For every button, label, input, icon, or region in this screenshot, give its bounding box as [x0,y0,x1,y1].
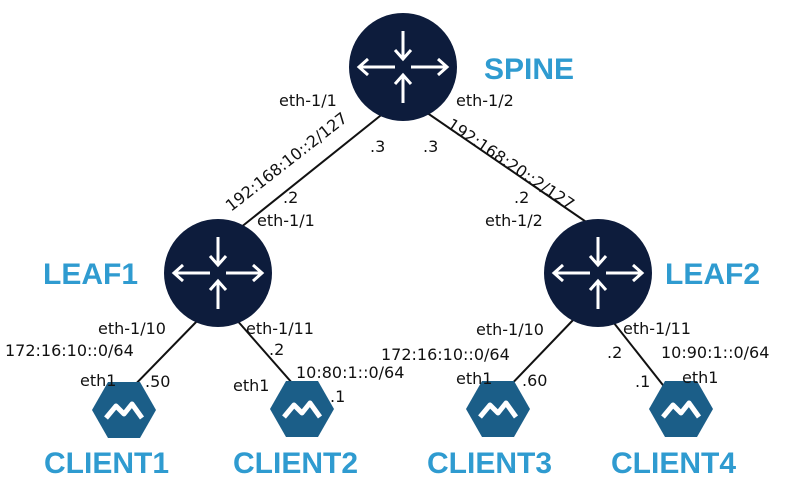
subnet-spine-leaf2: 192:168:20::2/127 [444,115,578,214]
client1-node[interactable] [92,382,156,438]
link-leaf1-client2 [234,317,301,393]
client4-port: eth1 [682,368,718,387]
client2-node[interactable] [270,381,334,437]
leaf2-node[interactable] [544,219,652,327]
subnet-leaf1-client1: 172:16:10::0/64 [5,341,134,360]
client3-node[interactable] [466,381,530,437]
leaf1-port-eth-1-11: eth-1/11 [246,319,314,338]
client2-host: .1 [330,387,345,406]
spine-port-eth-1-1: eth-1/1 [279,91,337,110]
spine-node[interactable] [349,13,457,121]
subnet-leaf2-client4: 10:90:1::0/64 [661,343,769,362]
leaf1-host-client2-side: .2 [269,340,284,359]
subnet-leaf2-client3: 172:16:10::0/64 [381,345,510,364]
leaf1-port-eth-1-1: eth-1/1 [257,211,315,230]
leaf2-host-spine-side: .2 [514,188,529,207]
leaf1-port-eth-1-10: eth-1/10 [98,319,166,338]
client4-label: CLIENT4 [611,447,736,480]
links [124,107,671,396]
client3-label: CLIENT3 [427,447,552,480]
spine-host-leaf1-side: .3 [370,137,385,156]
leaf2-host-client4-side: .2 [607,343,622,362]
router-icon [349,13,457,121]
leaf2-port-eth-1-2: eth-1/2 [485,211,543,230]
spine-port-eth-1-2: eth-1/2 [456,91,514,110]
client1-label: CLIENT1 [44,447,169,480]
leaf2-port-eth-1-11: eth-1/11 [623,319,691,338]
client2-label: CLIENT2 [233,447,358,480]
router-icon [164,219,272,327]
client4-host: .1 [635,372,650,391]
leaf1-host-spine-side: .2 [283,188,298,207]
client1-host: .50 [145,372,170,391]
client3-host: .60 [522,371,547,390]
subnet-leaf1-client2: 10:80:1::0/64 [296,363,404,382]
leaf2-label: LEAF2 [665,258,760,291]
link-leaf2-client4 [609,317,671,395]
spine-label: SPINE [484,53,574,86]
link-spine-leaf1 [229,107,391,237]
leaf2-port-eth-1-10: eth-1/10 [476,320,544,339]
leaf1-label: LEAF1 [43,258,138,291]
leaf1-node[interactable] [164,219,272,327]
link-leaf2-client3 [502,317,576,394]
client1-port: eth1 [80,371,116,390]
client4-node[interactable] [649,381,713,437]
link-spine-leaf2 [419,107,596,229]
spine-host-leaf2-side: .3 [423,137,438,156]
client2-port: eth1 [233,376,269,395]
router-icon [544,219,652,327]
client3-port: eth1 [456,369,492,388]
